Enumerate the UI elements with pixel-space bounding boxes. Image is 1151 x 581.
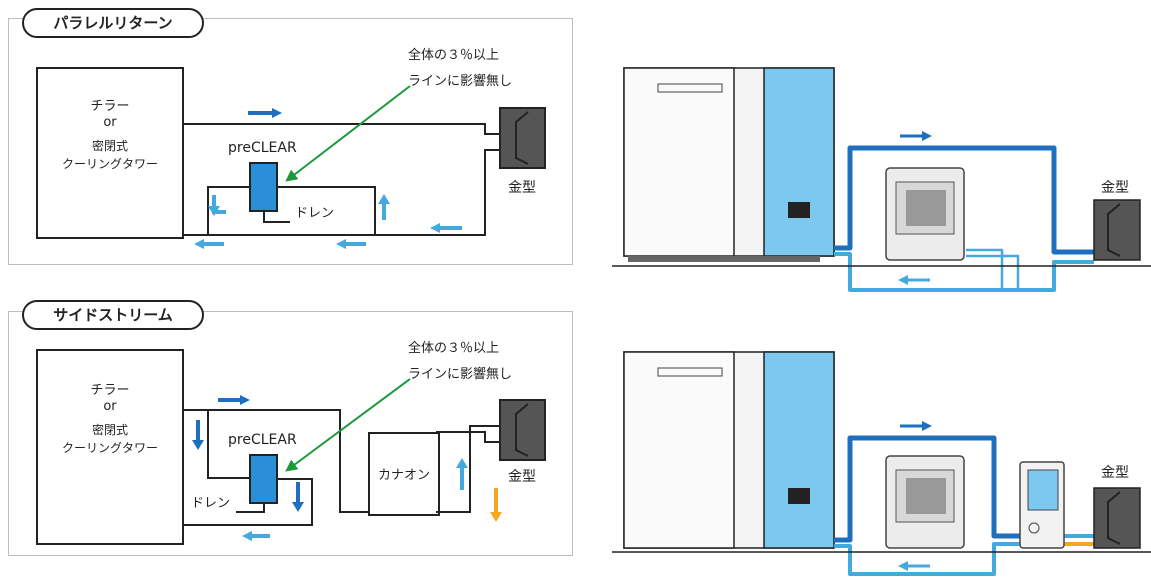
mold-label-parallel: 金型 [508,180,536,196]
mold-block-parallel [499,107,546,169]
flow-arrows-parallel [194,108,462,249]
mold-block-right-bottom [1093,487,1141,549]
pointer-arrow-parallel [285,85,411,182]
preclear-machine-bottom [885,455,965,549]
chiller-label-2: or [103,399,117,414]
note-line-1-parallel: 全体の３％以上 [408,48,500,63]
kanaon-label: カナオン [377,468,430,483]
flow-arrows-right-top [898,131,932,285]
kanaon-unit-bottom [1019,461,1065,549]
chiller-label-3: 密閉式 [91,139,128,153]
side-stream-title: サイドストリーム [22,300,204,330]
mold-label-side: 金型 [508,469,536,485]
kanaon-box: カナオン [368,432,440,516]
note-line-1-side: 全体の３％以上 [408,341,500,356]
chiller-label-3: 密閉式 [91,423,128,437]
flow-arrows-right-bottom [898,421,932,571]
parallel-piping [182,123,500,236]
preclear-unit-side [249,454,278,504]
chiller-cabinet-top [623,67,835,262]
flow-arrows-side [192,395,502,541]
drain-label-parallel: ドレン [295,206,335,221]
note-line-2-side: ラインに影響無し [408,367,513,382]
mold-block-side [499,399,546,461]
preclear-label-parallel: preCLEAR [228,140,297,156]
pointer-arrow-side [285,378,411,472]
mold-label-right-bottom: 金型 [1101,465,1129,481]
chiller-label-1: チラー [90,383,130,398]
preclear-machine-top [885,167,965,261]
preclear-unit-parallel [249,162,278,212]
chiller-cabinet-bottom [623,351,835,549]
chiller-label-4: クーリングタワー [61,441,158,455]
note-line-2-parallel: ラインに影響無し [408,74,513,89]
parallel-return-title: パラレルリターン [22,8,204,38]
mold-label-right-top: 金型 [1101,180,1129,196]
preclear-label-side: preCLEAR [228,432,297,448]
chiller-label-1: チラー [90,99,130,114]
side-piping [182,409,500,526]
chiller-box-parallel: チラー or 密閉式 クーリングタワー [36,67,184,239]
piping-top [612,145,1151,292]
chiller-label-2: or [103,115,117,130]
drain-label-side: ドレン [191,496,231,511]
chiller-box-side: チラー or 密閉式 クーリングタワー [36,349,184,545]
piping-bottom [612,435,1151,576]
mold-block-right-top [1093,199,1141,261]
chiller-label-4: クーリングタワー [61,157,158,171]
